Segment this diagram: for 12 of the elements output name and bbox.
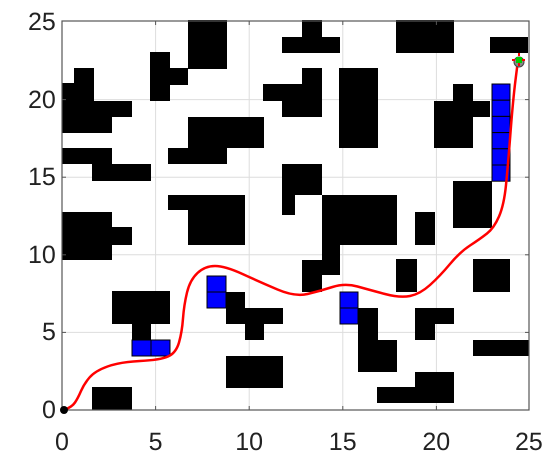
x-axis-tick-label: 5 <box>148 428 162 456</box>
y-axis-tick-label: 0 <box>42 396 56 424</box>
y-axis-tick-label: 20 <box>28 86 56 114</box>
x-axis-tick-label: 10 <box>235 428 263 456</box>
x-axis-tick-label: 25 <box>515 428 543 456</box>
x-axis-tick-label: 0 <box>55 428 69 456</box>
x-axis-tick-label: 15 <box>328 428 357 456</box>
y-axis-tick-label: 10 <box>28 240 56 269</box>
x-axis-tick-label: 20 <box>422 428 450 456</box>
y-axis-tick-label: 5 <box>42 318 56 346</box>
y-axis-tick-label: 25 <box>28 8 56 36</box>
y-axis-tick-label: 15 <box>28 163 56 192</box>
